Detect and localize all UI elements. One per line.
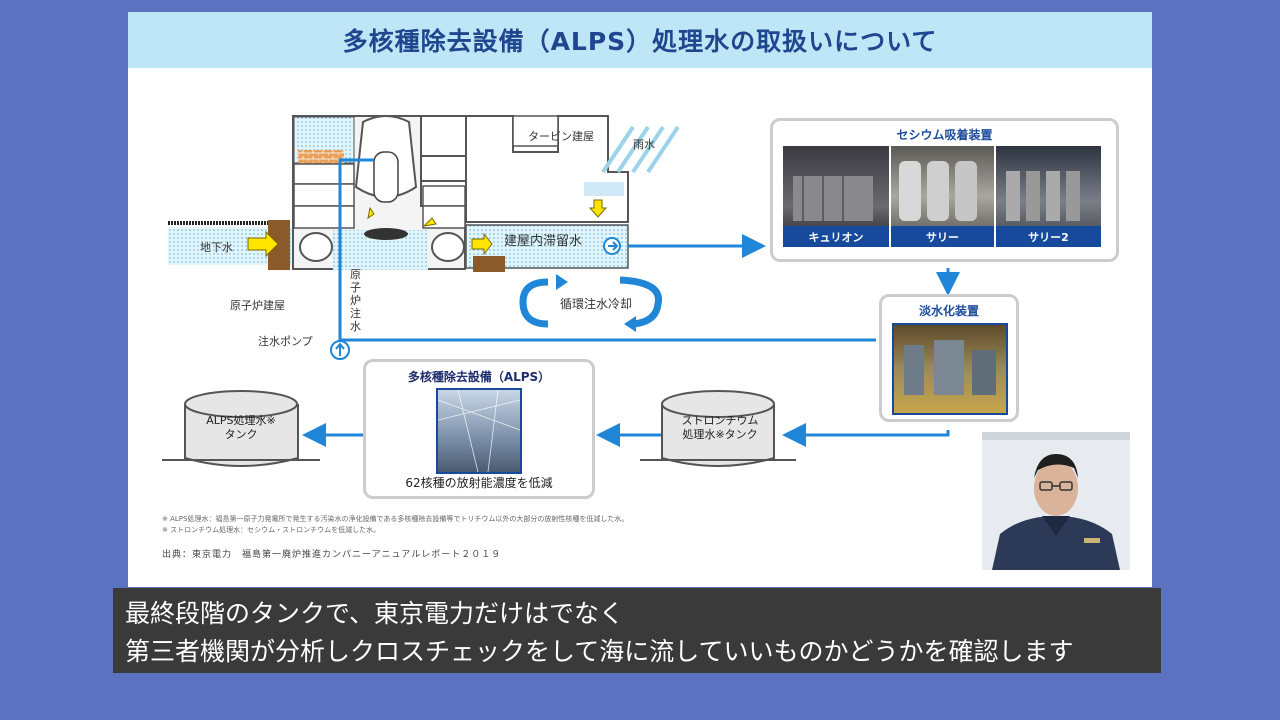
building-wall-left bbox=[268, 220, 290, 270]
cesium-box-title: セシウム吸着装置 bbox=[896, 128, 993, 142]
reactor-building-label: 原子炉建屋 bbox=[230, 299, 285, 312]
alps-tank-line1: ALPS処理水※ bbox=[206, 414, 276, 427]
alps-photo bbox=[436, 388, 522, 474]
turbine-building-label: タービン建屋 bbox=[528, 130, 594, 143]
rain-inflow bbox=[584, 182, 624, 196]
sarry-photo-art bbox=[891, 161, 994, 247]
subtitle-line-1: 最終段階のタンクで、東京電力だけはでなく bbox=[125, 599, 625, 628]
presenter-webcam bbox=[982, 432, 1130, 570]
sarry2-photo-art bbox=[996, 171, 1101, 247]
strontium-tank-label: ストロンチウム 処理水※タンク bbox=[664, 414, 776, 442]
kurion-caption: キュリオン bbox=[808, 231, 864, 244]
slide-title: 多核種除去設備（ALPS）処理水の取扱いについて bbox=[342, 27, 938, 56]
sarry-caption: サリー bbox=[926, 231, 959, 244]
alps-photo-art bbox=[438, 390, 520, 472]
pressure-vessel bbox=[373, 151, 399, 203]
alps-caption: 62核種の放射能濃度を低減 bbox=[405, 476, 553, 490]
torus-left bbox=[299, 232, 333, 262]
sarry-photo: サリー bbox=[891, 146, 994, 247]
loop-arrowhead-bottom bbox=[624, 316, 636, 332]
process-diagram bbox=[162, 115, 960, 467]
blue-flow-lines bbox=[302, 158, 960, 447]
sarry2-caption: サリー2 bbox=[1028, 231, 1069, 244]
note-alps: ※ ALPS処理水：福島第一原子力発電所で発生する汚染水の浄化設備である多核種除… bbox=[162, 515, 629, 523]
circulation-cooling-label: 循環注水冷却 bbox=[560, 297, 633, 311]
groundwater-label: 地下水 bbox=[200, 241, 233, 254]
alps-tank-label: ALPS処理水※ タンク bbox=[185, 414, 297, 442]
subtitle-line-2: 第三者機関が分析しクロスチェックをして海に流していいものかどうかを確認します bbox=[125, 637, 1074, 666]
reactor-injection-label: 原子炉注水 bbox=[350, 268, 361, 333]
injection-pump-label: 注水ポンプ bbox=[258, 335, 313, 348]
yellow-arrows bbox=[247, 199, 608, 258]
desalination-box: 淡水化装置 bbox=[879, 294, 1019, 422]
fuel-pool bbox=[298, 150, 344, 164]
outflow-arrow bbox=[608, 241, 619, 251]
cesium-adsorption-box: セシウム吸着装置 キュリオン サリー サリー2 bbox=[770, 118, 1119, 262]
presenter-figure bbox=[982, 432, 1130, 570]
rain-lines bbox=[601, 125, 680, 174]
subtitle-box: 最終段階のタンクで、東京電力だけはでなく 第三者機関が分析しクロスチェックをして… bbox=[113, 588, 1161, 673]
strontium-tank-line1: ストロンチウム bbox=[681, 414, 759, 427]
strontium-tank-line2: 処理水※タンク bbox=[682, 428, 758, 441]
title-bar: 多核種除去設備（ALPS）処理水の取扱いについて bbox=[128, 12, 1152, 68]
desalination-title: 淡水化装置 bbox=[918, 304, 979, 318]
pump-arrow bbox=[335, 342, 345, 356]
kurion-photo: キュリオン bbox=[783, 146, 889, 247]
alps-tank-line2: タンク bbox=[224, 428, 258, 441]
building-wall-right bbox=[473, 256, 505, 272]
slide: 多核種除去設備（ALPS）処理水の取扱いについて bbox=[128, 12, 1152, 587]
stagnant-water-label: 建屋内滞留水 bbox=[504, 234, 583, 249]
kurion-photo-art bbox=[783, 176, 889, 247]
desalination-photo-art bbox=[904, 340, 996, 395]
torus-right bbox=[431, 232, 465, 262]
source-citation: 出典：東京電力 福島第一廃炉推進カンパニーアニュアルレポート２０１９ bbox=[162, 550, 502, 560]
rain-label: 雨水 bbox=[633, 138, 655, 151]
loop-arrowhead-top bbox=[556, 274, 568, 290]
strontium-tank bbox=[661, 390, 775, 467]
circulation-loop bbox=[519, 276, 662, 328]
debris bbox=[364, 228, 408, 240]
turbine-upper-box bbox=[512, 115, 559, 147]
alps-tank bbox=[184, 390, 299, 467]
alps-box: 多核種除去設備（ALPS） 62核種の放射能濃度を低減 bbox=[363, 359, 595, 499]
sarry2-photo: サリー2 bbox=[996, 146, 1101, 247]
alps-title: 多核種除去設備（ALPS） bbox=[407, 370, 551, 384]
desalination-photo bbox=[892, 323, 1008, 415]
note-strontium: ※ ストロンチウム処理水：セシウム・ストロンチウムを低減した水。 bbox=[162, 526, 381, 534]
